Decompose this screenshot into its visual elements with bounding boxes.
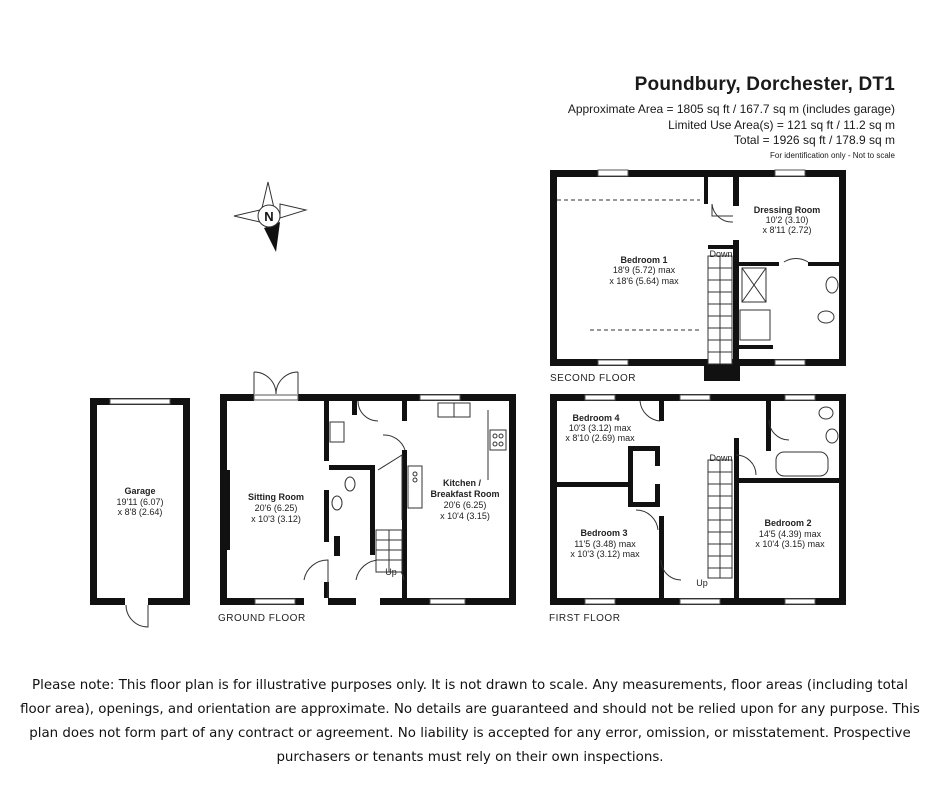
- first-floor-stairs-down: Down: [709, 453, 732, 463]
- second-floor-stairs-down: Down: [709, 249, 732, 259]
- floor-plan: N: [90, 169, 846, 628]
- approximate-area: Approximate Area = 1805 sq ft / 167.7 sq…: [567, 102, 895, 116]
- first-floor-stairs-up: Up: [696, 578, 708, 588]
- dressing-room-dim2: x 8'11 (2.72): [762, 225, 811, 235]
- bedroom-1-dim2: x 18'6 (5.64) max: [609, 276, 679, 286]
- bedroom-1-dim1: 18'9 (5.72) max: [613, 265, 676, 275]
- kitchen-name-line2: Breakfast Room: [430, 489, 499, 499]
- bedroom-1-name: Bedroom 1: [620, 255, 667, 265]
- ground-floor-label: GROUND FLOOR: [218, 613, 306, 624]
- bedroom-4-dim1: 10'3 (3.12) max: [569, 423, 632, 433]
- bedroom-3-dim1: 11'5 (3.48) max: [574, 539, 636, 549]
- bedroom-4-name: Bedroom 4: [572, 413, 619, 423]
- property-title: Poundbury, Dorchester, DT1: [634, 74, 895, 95]
- sitting-room-dim2: x 10'3 (3.12): [251, 514, 301, 524]
- dressing-room-dim1: 10'2 (3.10): [766, 215, 809, 225]
- garage-dim1: 19'11 (6.07): [116, 497, 163, 507]
- compass-icon: N: [233, 181, 308, 252]
- compass-north-label: N: [264, 209, 273, 224]
- bedroom-2-dim2: x 10'4 (3.15) max: [755, 539, 825, 549]
- garage-plan: Garage 19'11 (6.07) x 8'8 (2.64): [90, 398, 190, 628]
- first-floor-label: FIRST FLOOR: [549, 613, 620, 624]
- sitting-room-name: Sitting Room: [248, 492, 304, 502]
- kitchen-name-line1: Kitchen /: [443, 478, 482, 488]
- legal-disclaimer-note: Please note: This floor plan is for illu…: [20, 678, 920, 765]
- ground-floor-stairs-up: Up: [385, 567, 397, 577]
- bedroom-2-dim1: 14'5 (4.39) max: [759, 529, 822, 539]
- scale-disclaimer: For identification only - Not to scale: [770, 151, 895, 160]
- kitchen-dim2: x 10'4 (3.15): [440, 511, 490, 521]
- garage-name: Garage: [124, 486, 155, 496]
- bedroom-4-dim2: x 8'10 (2.69) max: [565, 433, 635, 443]
- second-floor-label: SECOND FLOOR: [550, 373, 636, 384]
- ground-floor-plan: Sitting Room 20'6 (6.25) x 10'3 (3.12) K…: [218, 371, 516, 624]
- bedroom-3-name: Bedroom 3: [580, 528, 627, 538]
- first-floor-plan: Bedroom 4 10'3 (3.12) max x 8'10 (2.69) …: [549, 394, 846, 624]
- dressing-room-name: Dressing Room: [754, 205, 821, 215]
- total-area: Total = 1926 sq ft / 178.9 sq m: [733, 133, 895, 147]
- limited-use-area: Limited Use Area(s) = 121 sq ft / 11.2 s…: [668, 118, 895, 132]
- garage-dim2: x 8'8 (2.64): [118, 507, 163, 517]
- sitting-room-dim1: 20'6 (6.25): [255, 503, 298, 513]
- bedroom-3-dim2: x 10'3 (3.12) max: [570, 549, 640, 559]
- second-floor-plan: Dressing Room 10'2 (3.10) x 8'11 (2.72) …: [550, 169, 846, 384]
- kitchen-dim1: 20'6 (6.25): [444, 500, 487, 510]
- bedroom-2-name: Bedroom 2: [764, 518, 811, 528]
